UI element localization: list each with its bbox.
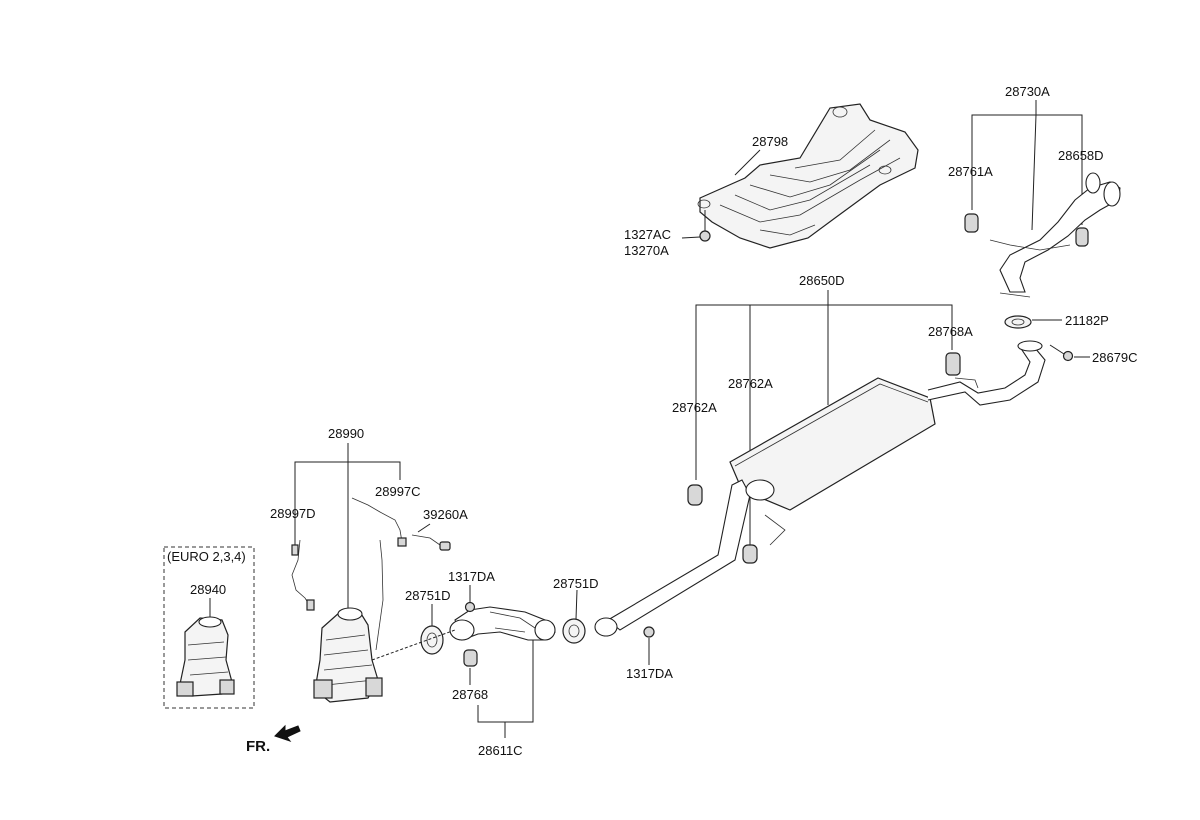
hanger-28658D[interactable] bbox=[1075, 227, 1089, 247]
heat-shield-28798[interactable] bbox=[697, 103, 919, 249]
label-1317DA-top: 1317DA bbox=[448, 569, 495, 584]
label-1327AC: 1327AC bbox=[624, 227, 671, 242]
front-arrow-icon bbox=[274, 724, 301, 742]
nut-1317DA-top[interactable] bbox=[464, 601, 476, 613]
label-euro: (EURO 2,3,4) bbox=[167, 549, 246, 564]
label-28761A: 28761A bbox=[948, 164, 993, 179]
label-13270A: 13270A bbox=[624, 243, 669, 258]
front-pipe-28611C[interactable] bbox=[449, 606, 556, 641]
label-28768: 28768 bbox=[452, 687, 488, 702]
label-1317DA-bottom: 1317DA bbox=[626, 666, 673, 681]
label-28768A: 28768A bbox=[928, 324, 973, 339]
label-28611C: 28611C bbox=[478, 743, 523, 758]
catalytic-converter-28990[interactable] bbox=[313, 607, 383, 703]
label-39260A: 39260A bbox=[423, 507, 468, 522]
label-28730A: 28730A bbox=[1005, 84, 1050, 99]
hanger-28768A[interactable] bbox=[945, 352, 961, 376]
catalytic-converter-28940[interactable] bbox=[176, 616, 235, 697]
label-28762A-left: 28762A bbox=[672, 400, 717, 415]
label-28940: 28940 bbox=[190, 582, 226, 597]
label-28990: 28990 bbox=[328, 426, 364, 441]
label-28751D-left: 28751D bbox=[405, 588, 451, 603]
label-28658D: 28658D bbox=[1058, 148, 1104, 163]
label-28650D: 28650D bbox=[799, 273, 845, 288]
label-28751D-right: 28751D bbox=[553, 576, 599, 591]
euro-option-box bbox=[163, 546, 255, 709]
label-28798: 28798 bbox=[752, 134, 788, 149]
tail-pipe-28730A[interactable] bbox=[989, 172, 1121, 298]
label-28762A-right: 28762A bbox=[728, 376, 773, 391]
hanger-28762A-right[interactable] bbox=[742, 544, 758, 564]
front-direction-indicator: FR. bbox=[246, 724, 301, 755]
gasket-21182P[interactable] bbox=[1004, 315, 1032, 329]
oxygen-sensor-28997C[interactable] bbox=[351, 497, 407, 651]
label-28997D: 28997D bbox=[270, 506, 316, 521]
fr-label: FR. bbox=[246, 738, 270, 755]
gasket-28751D-right[interactable] bbox=[562, 618, 586, 644]
hanger-28768[interactable] bbox=[463, 649, 478, 667]
hanger-28762A-left[interactable] bbox=[687, 484, 703, 506]
center-muffler-28650D[interactable] bbox=[594, 340, 1046, 637]
sensor-39260A[interactable] bbox=[411, 534, 451, 551]
label-28679C: 28679C bbox=[1092, 350, 1138, 365]
nut-1327AC[interactable] bbox=[699, 230, 711, 242]
hanger-28761A[interactable] bbox=[964, 213, 979, 233]
nut-28679C[interactable] bbox=[1062, 350, 1074, 362]
label-21182P: 21182P bbox=[1065, 313, 1109, 328]
gasket-28751D-left[interactable] bbox=[420, 625, 444, 655]
nut-1317DA-bottom[interactable] bbox=[643, 626, 655, 638]
oxygen-sensor-28997D[interactable] bbox=[291, 539, 315, 611]
label-28997C: 28997C bbox=[375, 484, 421, 499]
